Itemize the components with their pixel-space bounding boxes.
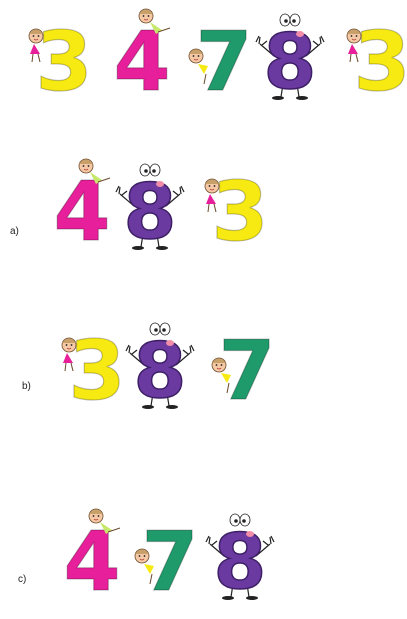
child-figure	[346, 28, 362, 44]
number-seven-with-child-icon: 7	[188, 14, 253, 111]
top-fig-1: 4	[100, 4, 180, 111]
digit-7: 7	[218, 324, 275, 419]
child-figure	[61, 337, 77, 353]
digit-3: 3	[35, 15, 92, 110]
eight-character: 8	[125, 322, 195, 416]
top-row: 3 4 7 8 3	[0, 0, 407, 111]
digit-eight: 8	[264, 17, 317, 106]
child-figure	[88, 508, 104, 524]
option-a-label: a)	[10, 226, 19, 237]
option-c-label: c)	[18, 574, 27, 585]
option-b-fig-0: 3	[55, 313, 135, 420]
digit-eight: 8	[134, 326, 187, 415]
digit-4: 4	[53, 165, 110, 260]
digit-3: 3	[211, 165, 268, 260]
number-three-with-child-icon: 3	[28, 14, 93, 111]
option-a-fig-2: 3	[198, 154, 278, 261]
child-figure	[211, 357, 227, 373]
number-eight-cartoon-character-icon: 8	[115, 163, 185, 257]
eight-character: 8	[255, 13, 325, 107]
child-figure	[188, 48, 204, 64]
child-figure	[134, 548, 150, 564]
option-a-row[interactable]: 4 8 3 a)	[0, 150, 407, 261]
option-a-fig-0: 4	[40, 154, 120, 261]
top-fig-0: 3	[22, 4, 102, 111]
top-fig-4: 3	[340, 4, 407, 111]
option-b-fig-2: 7	[205, 313, 285, 420]
digit-3: 3	[353, 15, 407, 110]
digit-4: 4	[113, 15, 170, 110]
number-eight-cartoon-character-icon: 8	[125, 322, 195, 416]
number-three-with-child-icon: 3	[61, 323, 126, 420]
number-seven-with-child-icon: 7	[134, 514, 199, 611]
digit-3: 3	[68, 324, 125, 419]
number-four-with-child-icon: 4	[53, 158, 111, 261]
eight-character: 8	[205, 513, 275, 607]
number-three-with-child-icon: 3	[204, 164, 269, 261]
option-c-fig-2: 8	[200, 504, 280, 607]
top-fig-3: 8	[250, 4, 330, 107]
digit-7: 7	[141, 515, 198, 610]
digit-4: 4	[63, 515, 120, 610]
child-figure	[28, 28, 44, 44]
child-figure	[204, 178, 220, 194]
digit-eight: 8	[214, 517, 267, 606]
number-eight-cartoon-character-icon: 8	[255, 13, 325, 107]
digit-7: 7	[195, 15, 252, 110]
eight-character: 8	[115, 163, 185, 257]
child-figure	[138, 8, 154, 24]
option-b-row[interactable]: 3 8 7 b)	[0, 309, 407, 420]
number-four-with-child-icon: 4	[113, 8, 171, 111]
option-b-fig-1: 8	[120, 313, 200, 416]
child-figure	[78, 158, 94, 174]
top-fig-2: 7	[182, 4, 262, 111]
option-c-fig-0: 4	[50, 504, 130, 611]
number-eight-cartoon-character-icon: 8	[205, 513, 275, 607]
number-three-with-child-icon: 3	[346, 14, 407, 111]
option-a-fig-1: 8	[110, 154, 190, 257]
option-b-label: b)	[22, 381, 31, 392]
digit-eight: 8	[124, 167, 177, 256]
option-c-fig-1: 7	[128, 504, 208, 611]
number-four-with-child-icon: 4	[63, 508, 121, 611]
option-c-row[interactable]: 4 7 8 c)	[0, 500, 407, 611]
number-seven-with-child-icon: 7	[211, 323, 276, 420]
